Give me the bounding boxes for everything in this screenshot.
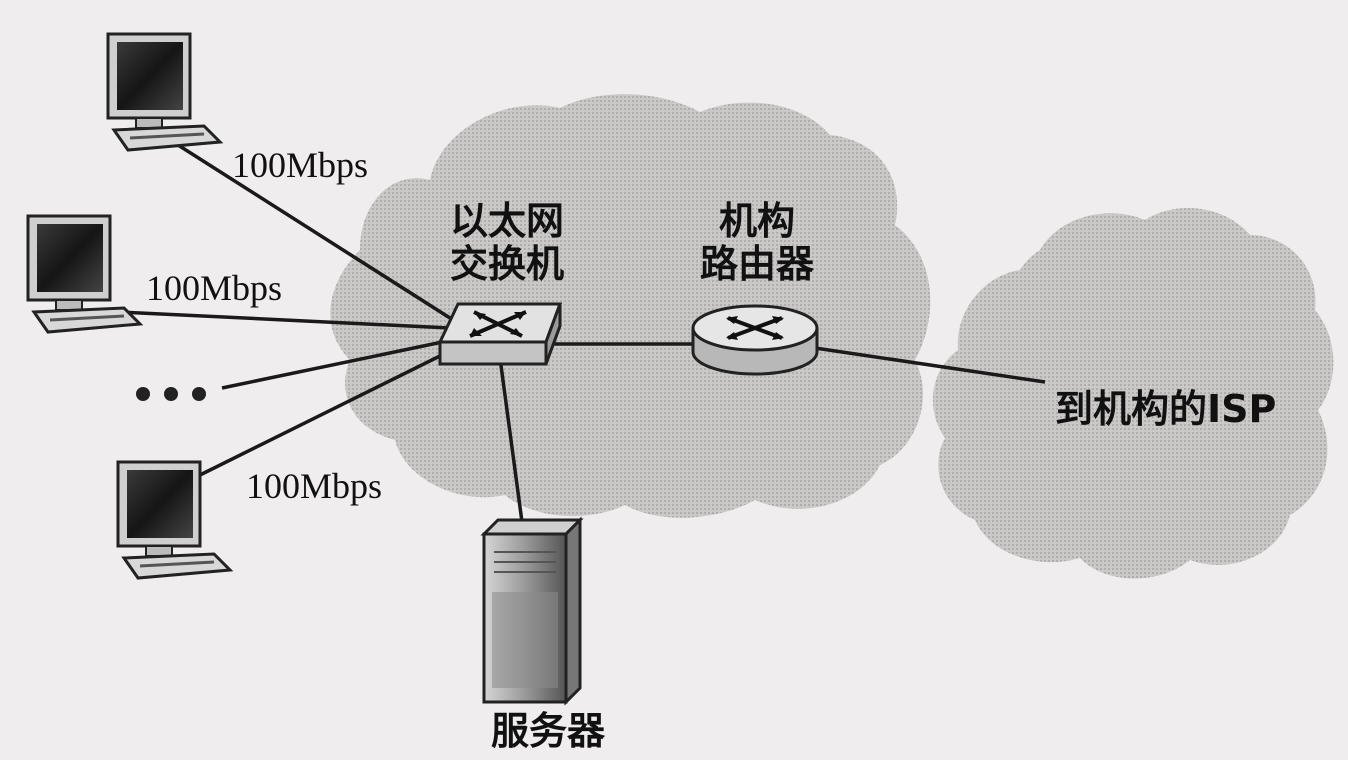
more-hosts-ellipsis	[136, 387, 206, 401]
network-links	[119, 143, 1046, 523]
link-pc3-switch	[199, 348, 453, 477]
router-icon	[691, 304, 819, 376]
router-label-line2: 路由器	[699, 241, 814, 286]
link-switch-server	[498, 357, 524, 523]
link-pc2-switch	[119, 310, 451, 330]
link-pc1-switch	[177, 143, 451, 320]
server-label: 服务器	[490, 709, 605, 753]
switch-label-line2: 交换机	[449, 241, 564, 286]
ethernet-switch-icon	[437, 302, 563, 366]
link-speed-label: 100Mbps	[246, 466, 383, 506]
router-label-line1: 机构	[718, 199, 795, 243]
desktop-computer-icon	[106, 32, 224, 152]
isp-cloud	[932, 208, 1334, 579]
isp-label: 到机构的ISP	[1055, 387, 1277, 431]
link-router-isp	[814, 346, 1046, 384]
desktop-computer-icon	[116, 460, 234, 580]
switch-label: 以太网 交换机	[437, 200, 577, 285]
link-speed-label: 100Mbps	[146, 268, 283, 308]
server-tower-icon	[480, 516, 584, 706]
link-ellipsis-switch	[221, 338, 453, 390]
link-speed-label: 100Mbps	[232, 145, 369, 185]
institution-network-cloud	[330, 94, 931, 518]
desktop-computer-icon	[26, 214, 144, 334]
switch-label-line1: 以太网	[449, 199, 564, 243]
router-label: 机构 路由器	[682, 200, 832, 285]
